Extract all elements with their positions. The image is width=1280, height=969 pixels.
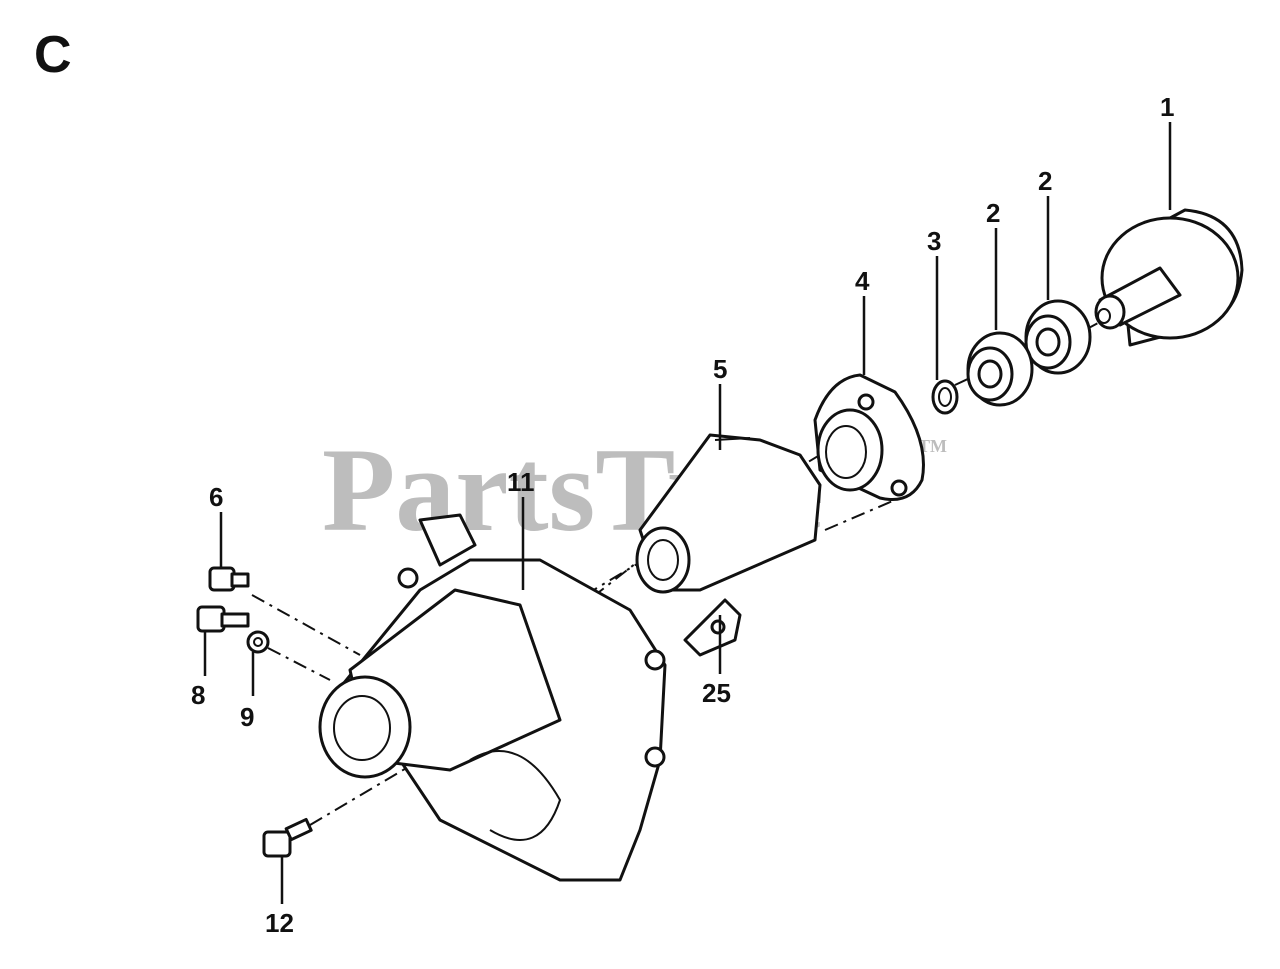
callout-25: 25: [702, 678, 731, 708]
clutch-drum-part: [1094, 208, 1244, 347]
gear-housing-part: [318, 513, 667, 882]
screw-part: [208, 566, 250, 592]
callout-11: 11: [507, 467, 535, 497]
washer-part: [246, 630, 270, 654]
bearing-housing-part: [813, 373, 925, 501]
callout-12: 12: [265, 908, 294, 938]
callout-9: 9: [240, 702, 254, 732]
callout-6: 6: [209, 482, 223, 512]
callout-labels: 1 2 2 3 4 5 6 8 9 11 12 25: [191, 92, 1174, 938]
watermark-tm: TM: [918, 436, 947, 456]
callout-3: 3: [927, 226, 941, 256]
callout-1: 1: [1160, 92, 1174, 122]
leader-lines: [203, 122, 1172, 904]
ball-bearing-part: [1024, 299, 1092, 375]
snap-ring-part: [931, 379, 959, 415]
screw-part: [262, 817, 313, 858]
callout-4: 4: [855, 266, 870, 296]
section-letter: C: [34, 26, 72, 84]
cover-sleeve-part: [635, 433, 822, 594]
ball-bearing-part: [966, 331, 1034, 407]
bracket-part: [683, 598, 742, 657]
callout-2: 2: [986, 198, 1000, 228]
screw-part: [196, 605, 250, 633]
callout-8: 8: [191, 680, 205, 710]
callout-2: 2: [1038, 166, 1052, 196]
callout-5: 5: [713, 354, 727, 384]
